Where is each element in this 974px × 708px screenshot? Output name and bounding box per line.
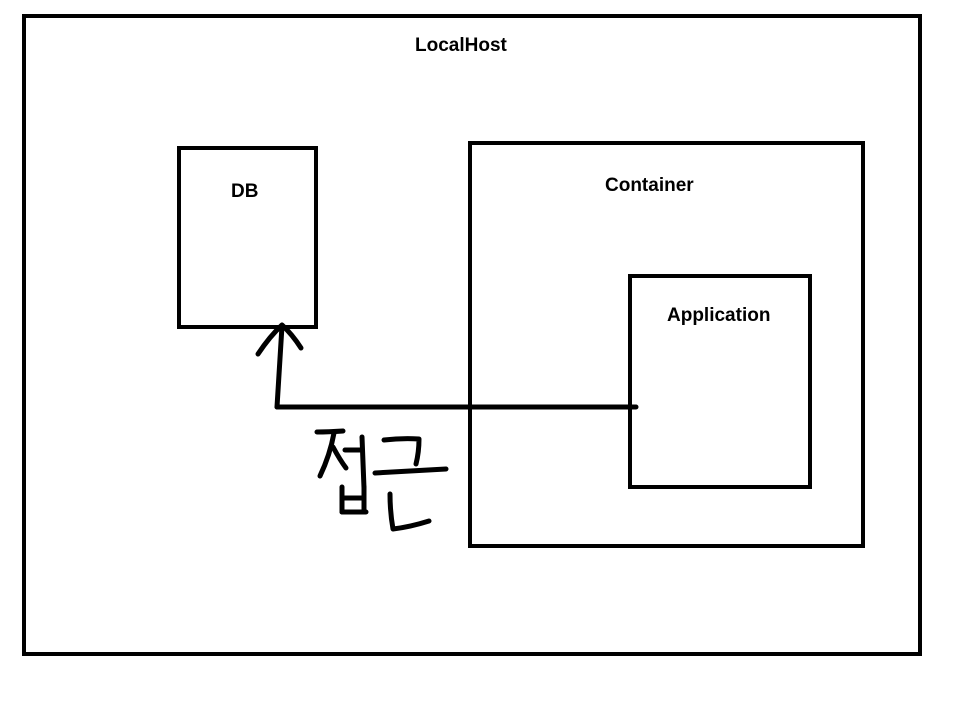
db-label: DB [231, 181, 259, 202]
connection-arrow [255, 322, 639, 410]
application-label: Application [667, 305, 771, 326]
arrow-head [255, 322, 304, 357]
connection-line-vertical [274, 323, 285, 410]
localhost-box [22, 14, 922, 656]
application-box [628, 274, 812, 489]
localhost-label: LocalHost [415, 35, 507, 56]
container-label: Container [605, 175, 694, 196]
container-box [468, 141, 865, 548]
db-box [177, 146, 318, 329]
connection-handwriting [314, 428, 449, 532]
